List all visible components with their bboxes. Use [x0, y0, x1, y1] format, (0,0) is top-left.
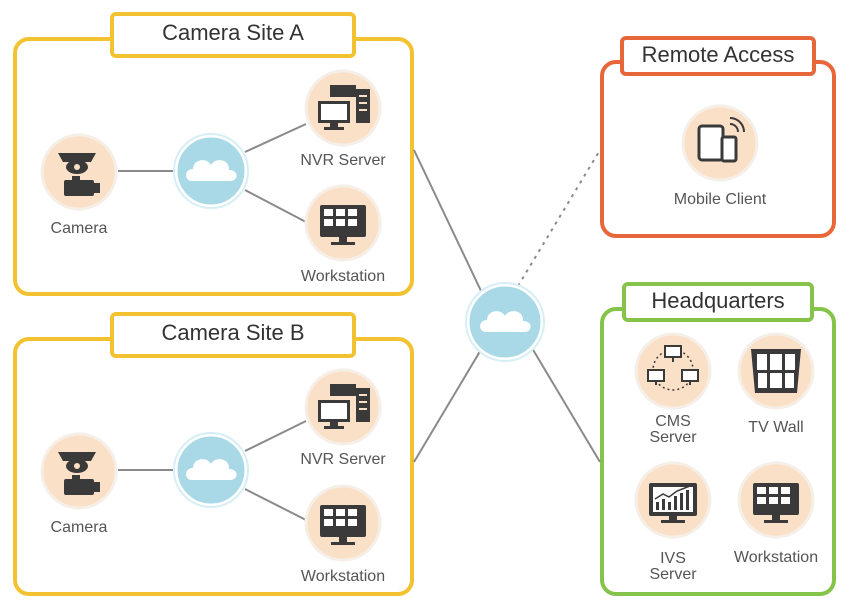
connector-cloud-a-ws-a: [244, 189, 307, 223]
camera-site-a-nvr-server-icon: [304, 69, 382, 147]
connector-cloud-b-ws-b: [244, 488, 307, 521]
site-b-nvr-server-label: NVR Server: [300, 451, 386, 468]
camera-site-b-cloud-icon: [173, 432, 249, 508]
mobile-client-label: Mobile Client: [673, 191, 767, 208]
ivs-server-label-line2: Server: [649, 566, 697, 583]
mobile-client-icon: [681, 104, 759, 182]
camera-site-b-workstation-icon: [304, 484, 382, 562]
connector-site-b-hub: [413, 347, 483, 463]
connector-cloud-b-nvr-b: [244, 420, 307, 452]
camera-site-b-title: Camera Site B: [110, 312, 356, 358]
tv-wall-label: TV Wall: [748, 419, 804, 436]
connector-hub-remote: [517, 149, 601, 287]
site-b-workstation-label: Workstation: [300, 568, 386, 585]
connector-hub-headquarters: [531, 347, 601, 463]
camera-site-a-cloud-icon: [173, 133, 249, 209]
site-a-nvr-server-label: NVR Server: [300, 152, 386, 169]
cms-server-label-line1: CMS: [655, 413, 691, 430]
camera-site-a-title: Camera Site A: [110, 12, 356, 58]
camera-site-b-nvr-server-icon: [304, 368, 382, 446]
camera-site-a-camera-icon: [40, 133, 118, 211]
site-a-workstation-label: Workstation: [300, 268, 386, 285]
ivs-server-icon: [634, 461, 712, 539]
connector-cloud-a-nvr-a: [244, 123, 307, 153]
cms-server-icon: [634, 332, 712, 410]
camera-site-a-workstation-icon: [304, 184, 382, 262]
tv-wall-icon: [737, 332, 815, 410]
hq-workstation-label: Workstation: [733, 549, 819, 566]
site-b-camera-label: Camera: [50, 519, 108, 536]
cms-server-label-line2: Server: [649, 429, 697, 446]
site-a-camera-label: Camera: [50, 220, 108, 237]
hub-cloud-icon: [465, 282, 545, 362]
hq-workstation-icon: [737, 461, 815, 539]
headquarters-title: Headquarters: [622, 282, 814, 322]
connector-site-a-hub: [413, 149, 483, 294]
camera-site-b-camera-icon: [40, 432, 118, 510]
ivs-server-label-line1: IVS: [660, 550, 686, 567]
remote-access-title: Remote Access: [620, 36, 816, 76]
